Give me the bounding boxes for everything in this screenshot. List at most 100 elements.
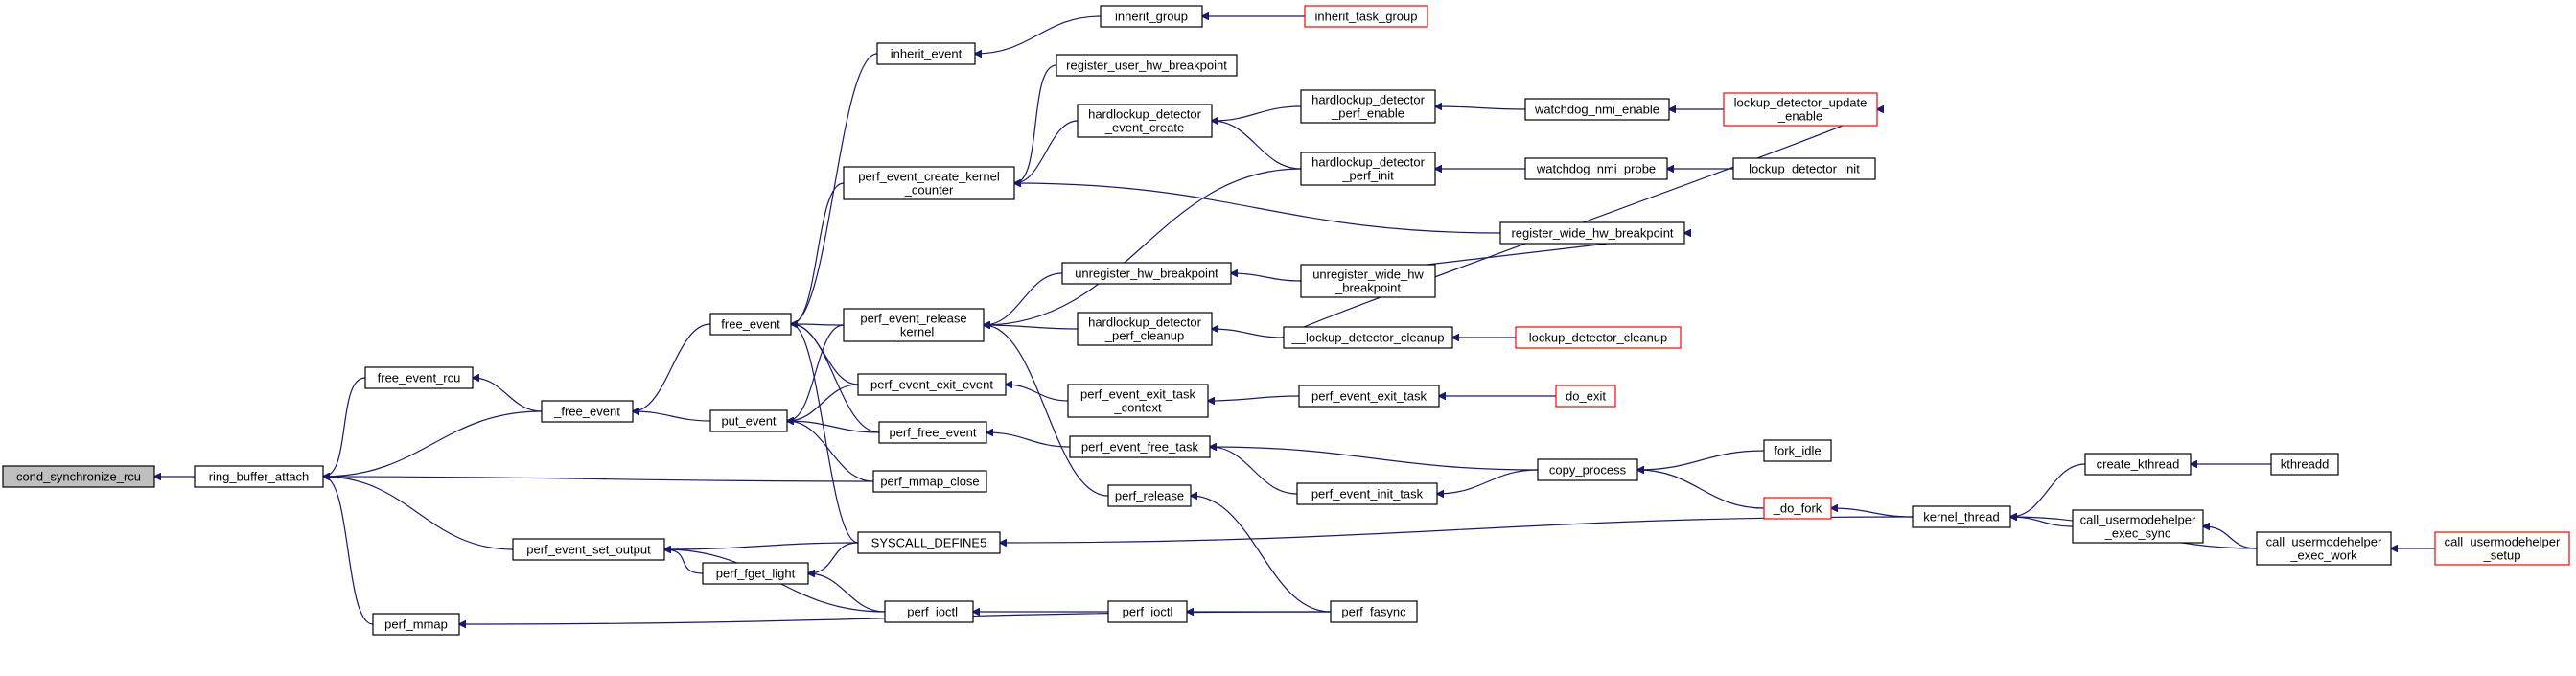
node-box[interactable] bbox=[1524, 157, 1668, 180]
node-copy-process[interactable]: copy_process bbox=[1537, 458, 1638, 481]
node-box[interactable] bbox=[1763, 497, 1832, 520]
node-box[interactable] bbox=[1912, 505, 2011, 528]
node-syscall-define5[interactable]: SYSCALL_DEFINE5 bbox=[857, 531, 1001, 554]
node-watchdog-nmi-enable[interactable]: watchdog_nmi_enable bbox=[1524, 98, 1670, 121]
node-box[interactable] bbox=[372, 613, 460, 636]
node-box[interactable] bbox=[1300, 264, 1436, 298]
node-call-usermodehelper-exec-sync[interactable]: call_usermodehelper_exec_sync bbox=[2072, 509, 2204, 544]
node-put-event[interactable]: put_event bbox=[709, 409, 788, 432]
node-box[interactable] bbox=[872, 470, 987, 493]
node-do-fork[interactable]: _do_fork bbox=[1763, 497, 1832, 520]
node-box[interactable] bbox=[1067, 384, 1209, 418]
node-box[interactable] bbox=[2084, 453, 2192, 476]
node-box[interactable] bbox=[857, 373, 1007, 396]
node-box[interactable] bbox=[1061, 262, 1232, 285]
node-perf-event-set-output[interactable]: perf_event_set_output bbox=[512, 538, 665, 561]
node-box[interactable] bbox=[876, 42, 976, 65]
node-free-event-rcu[interactable]: free_event_rcu bbox=[364, 366, 474, 389]
node-box[interactable] bbox=[1283, 326, 1453, 349]
node-box[interactable] bbox=[364, 366, 474, 389]
node-perf-mmap-close[interactable]: perf_mmap_close bbox=[872, 470, 987, 493]
node-unregister-hw-breakpoint[interactable]: unregister_hw_breakpoint bbox=[1061, 262, 1232, 285]
node-box[interactable] bbox=[1732, 157, 1876, 180]
node-box[interactable] bbox=[1555, 385, 1616, 408]
node-kthreadd[interactable]: kthreadd bbox=[2270, 453, 2339, 476]
node-box[interactable] bbox=[1069, 435, 1211, 458]
node-do-exit[interactable]: do_exit bbox=[1555, 385, 1616, 408]
node-box[interactable] bbox=[1056, 54, 1238, 77]
node-lockup-detector-init[interactable]: lockup_detector_init bbox=[1732, 157, 1876, 180]
node-box[interactable] bbox=[194, 465, 324, 488]
node-box[interactable] bbox=[1077, 312, 1213, 346]
node-box[interactable] bbox=[1300, 89, 1436, 124]
node-perf-event-free-task[interactable]: perf_event_free_task bbox=[1069, 435, 1211, 458]
node-perf-event-exit-event[interactable]: perf_event_exit_event bbox=[857, 373, 1007, 396]
node-free-event[interactable]: _free_event bbox=[541, 400, 634, 423]
node-hardlockup-detector-perf-cleanup[interactable]: hardlockup_detector_perf_cleanup bbox=[1077, 312, 1213, 346]
node-fork-idle[interactable]: fork_idle bbox=[1763, 439, 1832, 462]
node-watchdog-nmi-probe[interactable]: watchdog_nmi_probe bbox=[1524, 157, 1668, 180]
node-ring-buffer-attach[interactable]: ring_buffer_attach bbox=[194, 465, 324, 488]
node-box[interactable] bbox=[843, 308, 985, 342]
node-box[interactable] bbox=[857, 531, 1001, 554]
node-box[interactable] bbox=[1298, 385, 1440, 408]
node-perf-fget-light[interactable]: perf_fget_light bbox=[702, 562, 809, 585]
node-box[interactable] bbox=[1077, 104, 1213, 138]
node-box[interactable] bbox=[878, 421, 987, 444]
node-perf-ioctl[interactable]: perf_ioctl bbox=[1107, 600, 1188, 623]
node-perf-free-event[interactable]: perf_free_event bbox=[878, 421, 987, 444]
node-register-user-hw-breakpoint[interactable]: register_user_hw_breakpoint bbox=[1056, 54, 1238, 77]
node-box[interactable] bbox=[512, 538, 665, 561]
node-box[interactable] bbox=[1330, 600, 1418, 623]
node-box[interactable] bbox=[1296, 482, 1438, 505]
node-unregister-wide-hw-breakpoint[interactable]: unregister_wide_hw_breakpoint bbox=[1300, 264, 1436, 298]
node-perf-release[interactable]: perf_release bbox=[1107, 484, 1192, 507]
node-inherit-task-group[interactable]: inherit_task_group bbox=[1304, 5, 1428, 28]
node-box[interactable] bbox=[1107, 484, 1192, 507]
node-kernel-thread[interactable]: kernel_thread bbox=[1912, 505, 2011, 528]
node-box[interactable] bbox=[1537, 458, 1638, 481]
node-cond-synchronize-rcu[interactable]: cond_synchronize_rcu bbox=[2, 465, 155, 488]
node-box[interactable] bbox=[1524, 98, 1670, 121]
node-perf-event-exit-task-context[interactable]: perf_event_exit_task_context bbox=[1067, 384, 1209, 418]
node-box[interactable] bbox=[2072, 509, 2204, 544]
node-box[interactable] bbox=[1100, 5, 1203, 28]
node-register-wide-hw-breakpoint[interactable]: register_wide_hw_breakpoint bbox=[1499, 221, 1685, 245]
node-box[interactable] bbox=[1107, 600, 1188, 623]
node-box[interactable] bbox=[1763, 439, 1832, 462]
node-free-event[interactable]: free_event bbox=[709, 313, 792, 336]
node-perf-event-init-task[interactable]: perf_event_init_task bbox=[1296, 482, 1438, 505]
node-box[interactable] bbox=[709, 313, 792, 336]
node-perf-event-release-kernel[interactable]: perf_event_release_kernel bbox=[843, 308, 985, 342]
node-box[interactable] bbox=[1499, 221, 1685, 245]
node-lockup-detector-update-enable[interactable]: lockup_detector_update_enable bbox=[1723, 92, 1878, 127]
node-box[interactable] bbox=[1723, 92, 1878, 127]
node-box[interactable] bbox=[1300, 152, 1436, 186]
node-hardlockup-detector-perf-enable[interactable]: hardlockup_detector_perf_enable bbox=[1300, 89, 1436, 124]
node-box[interactable] bbox=[2434, 531, 2570, 566]
node-box[interactable] bbox=[1304, 5, 1428, 28]
node-box[interactable] bbox=[2, 465, 155, 488]
node-inherit-event[interactable]: inherit_event bbox=[876, 42, 976, 65]
node-box[interactable] bbox=[843, 166, 1015, 200]
node-box[interactable] bbox=[541, 400, 634, 423]
node-perf-mmap[interactable]: perf_mmap bbox=[372, 613, 460, 636]
node-hardlockup-detector-event-create[interactable]: hardlockup_detector_event_create bbox=[1077, 104, 1213, 138]
node-create-kthread[interactable]: create_kthread bbox=[2084, 453, 2192, 476]
node-perf-fasync[interactable]: perf_fasync bbox=[1330, 600, 1418, 623]
node-box[interactable] bbox=[884, 600, 974, 623]
node-box[interactable] bbox=[2256, 531, 2392, 566]
node-lockup-detector-cleanup[interactable]: __lockup_detector_cleanup bbox=[1283, 326, 1453, 349]
node-box[interactable] bbox=[702, 562, 809, 585]
node-box[interactable] bbox=[1515, 326, 1682, 349]
node-box[interactable] bbox=[2270, 453, 2339, 476]
node-call-usermodehelper-exec-work[interactable]: call_usermodehelper_exec_work bbox=[2256, 531, 2392, 566]
node-perf-ioctl[interactable]: _perf_ioctl bbox=[884, 600, 974, 623]
node-lockup-detector-cleanup[interactable]: lockup_detector_cleanup bbox=[1515, 326, 1682, 349]
node-perf-event-create-kernel-counter[interactable]: perf_event_create_kernel_counter bbox=[843, 166, 1015, 200]
node-hardlockup-detector-perf-init[interactable]: hardlockup_detector_perf_init bbox=[1300, 152, 1436, 186]
node-perf-event-exit-task[interactable]: perf_event_exit_task bbox=[1298, 385, 1440, 408]
node-inherit-group[interactable]: inherit_group bbox=[1100, 5, 1203, 28]
node-box[interactable] bbox=[709, 409, 788, 432]
node-call-usermodehelper-setup[interactable]: call_usermodehelper_setup bbox=[2434, 531, 2570, 566]
